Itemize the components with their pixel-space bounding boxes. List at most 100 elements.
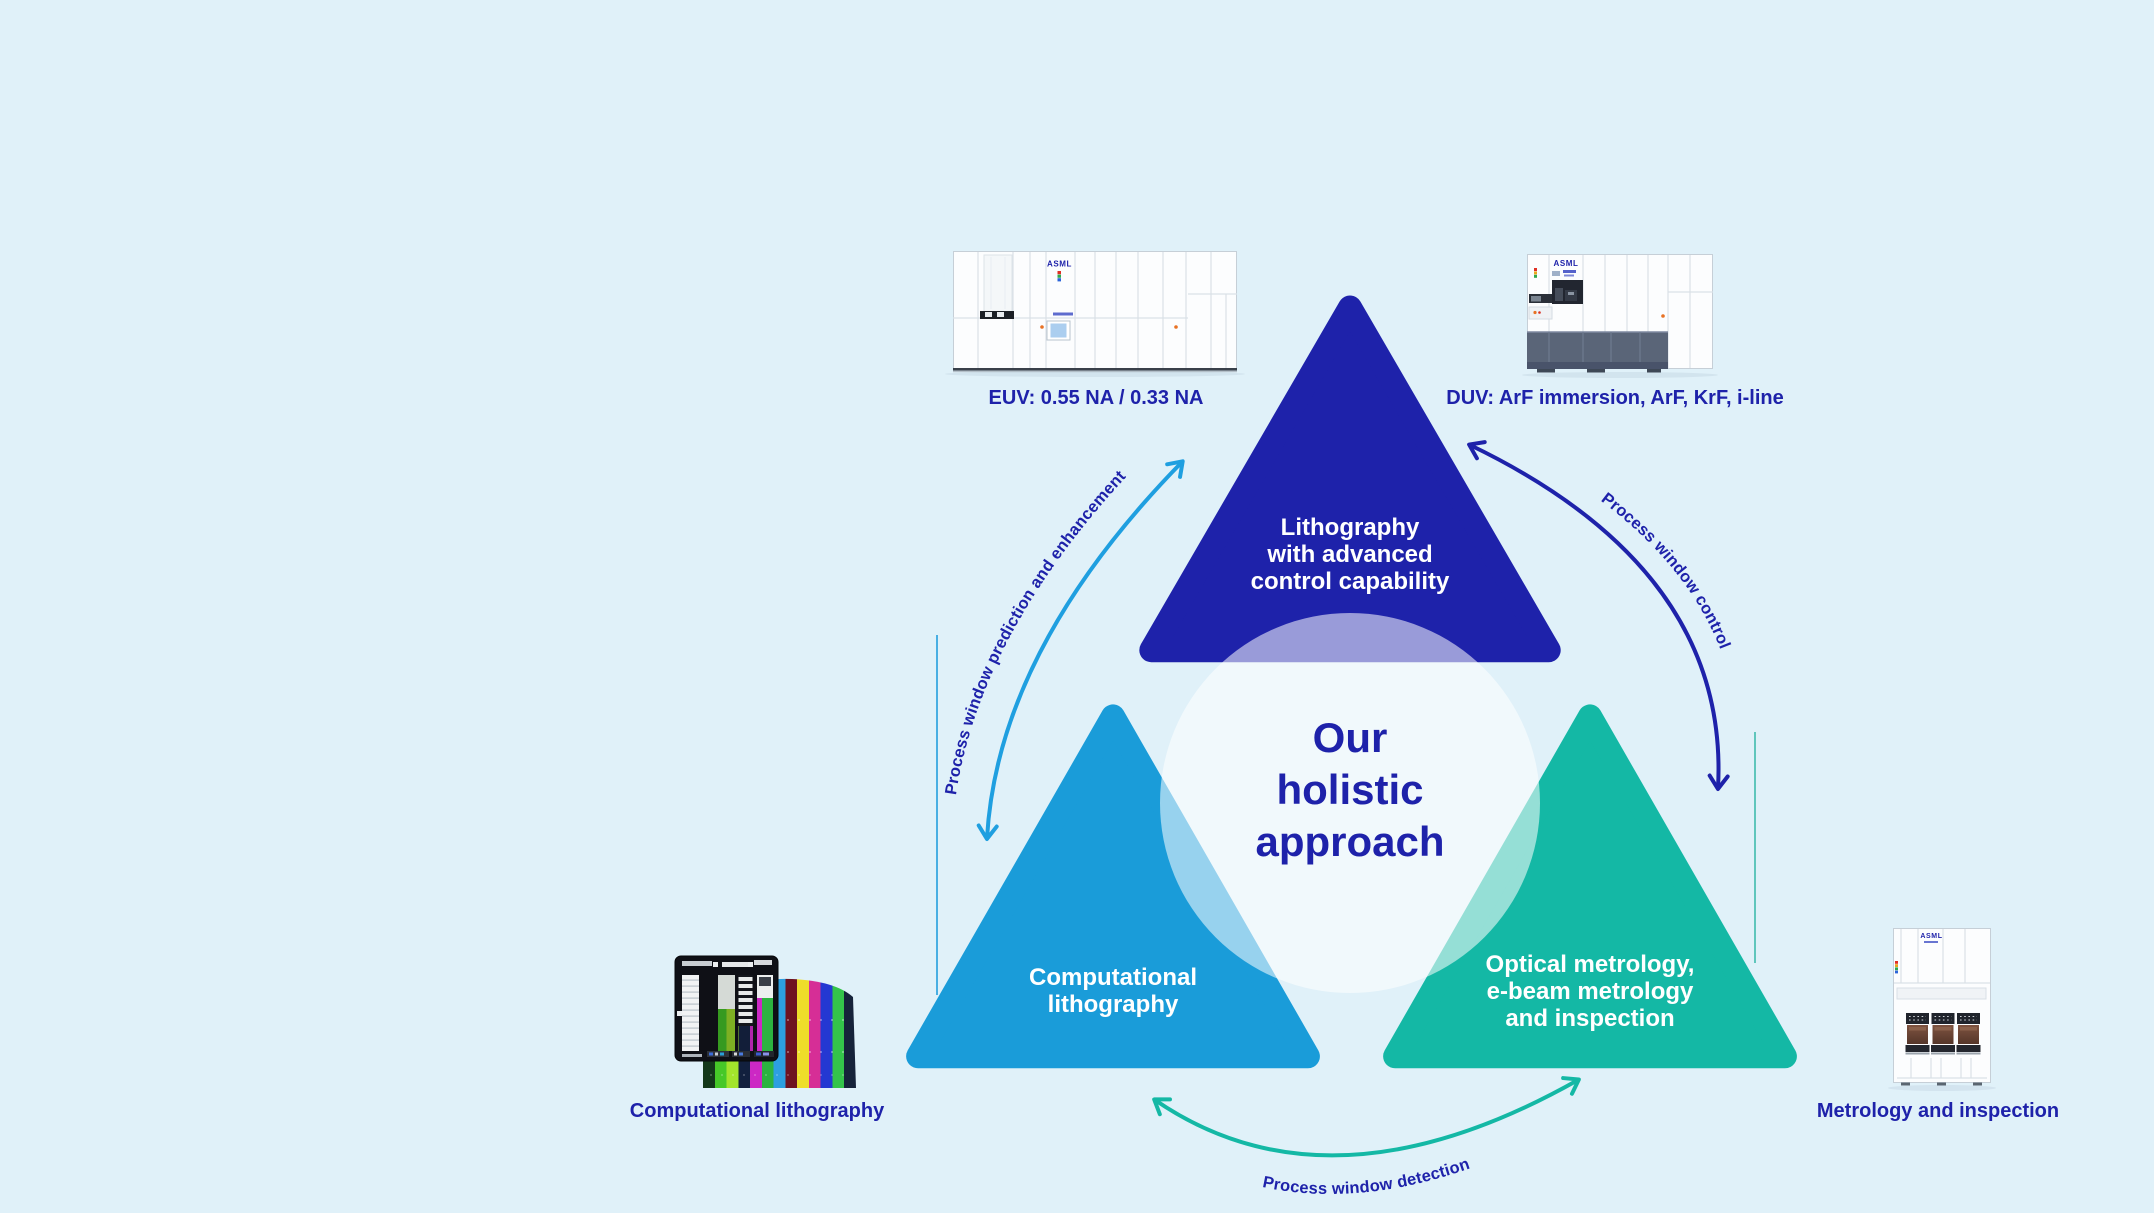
duv-model-strip2: [1564, 274, 1574, 277]
stack-light-red: [1534, 268, 1537, 271]
reticle-header-label: [682, 961, 712, 966]
euv-base-line: [953, 368, 1237, 371]
metrology-label-line1: Optical metrology,: [1486, 951, 1695, 978]
metrology-label-line3: and inspection: [1505, 1005, 1674, 1032]
stack-light-green: [1534, 274, 1537, 278]
metrology-foot: [1973, 1082, 1982, 1086]
stack-light-amber: [1895, 964, 1898, 967]
duv-indicator-dot: [1533, 310, 1537, 315]
chip: [734, 1052, 737, 1056]
triangle-metrology-label: Optical metrology, e-beam metrology and …: [1486, 951, 1695, 1032]
duv-asml-logo-text: ASML: [1553, 259, 1578, 268]
stack-light-blue: [1895, 970, 1898, 974]
center-title: Our holistic approach: [1255, 714, 1444, 865]
ladder-bar: [738, 1012, 753, 1016]
euv-indicator-dot: [1174, 325, 1178, 329]
reticle-fiducial: [748, 962, 753, 967]
ladder-bar: [738, 991, 753, 995]
euv-shadow: [945, 371, 1245, 377]
reticle-header-label: [754, 960, 772, 965]
duv-window-detail: [1555, 288, 1563, 301]
load-port-header: [1957, 1013, 1980, 1024]
metrology-band: [1896, 987, 1987, 1000]
chip: [763, 1052, 769, 1056]
metrology-body: [1893, 928, 1991, 1083]
arrow-process-window-control: [1467, 440, 1730, 791]
load-port-highlight: [1909, 1027, 1926, 1031]
reticle-column-2-shade: [718, 1009, 735, 1051]
chip: [715, 1052, 718, 1056]
lithography-label-line1: Lithography: [1281, 514, 1420, 541]
load-port-dots: [1909, 1016, 1977, 1021]
arrow-group: [976, 440, 1730, 1158]
load-port-rail: [1905, 1052, 1930, 1055]
stack-light-green: [1057, 274, 1061, 278]
triangle-computational-label: Computational lithography: [1029, 964, 1197, 1018]
metrology-lower-lines: [1897, 1058, 1987, 1079]
load-port-highlight: [1934, 1027, 1952, 1031]
reticle-column-2-window: [718, 1009, 735, 1051]
lithography-label-line2: with advanced: [1266, 541, 1432, 568]
load-port-header: [1906, 1013, 1929, 1024]
euv-stack-light: [1057, 271, 1061, 282]
metrology-foot: [1901, 1082, 1910, 1086]
triangle-lithography-label: Lithography with advanced control capabi…: [1251, 514, 1450, 595]
metrology-load-ports: [1905, 1013, 1981, 1055]
load-port-base: [1905, 1045, 1930, 1052]
metrology-foot: [1937, 1082, 1946, 1086]
stack-light-amber: [1534, 271, 1537, 275]
load-port-header: [1931, 1013, 1955, 1024]
ladder-bar: [738, 1019, 753, 1023]
euv-cabinet-lines: [990, 257, 1006, 309]
computational-label-line1: Computational: [1029, 964, 1197, 991]
center-title-line2: holistic: [1276, 766, 1423, 813]
euv-base-shadow: [953, 370, 1237, 373]
duv-window-detail: [1568, 292, 1574, 295]
metrology-model-strip: [1924, 941, 1938, 943]
stack-light-blue: [1057, 278, 1061, 282]
duv-lower-cabinets: [1527, 332, 1668, 362]
duv-lower-divisions: [1548, 332, 1641, 362]
ladder-bar: [738, 1005, 753, 1009]
duv-caption: DUV: ArF immersion, ArF, KrF, i-line: [1446, 387, 1783, 409]
computational-caption: Computational lithography: [630, 1100, 885, 1122]
reticle-chip-row: [707, 1051, 774, 1057]
euv-cabinet-knob: [997, 312, 1004, 317]
duv-foot: [1537, 369, 1555, 373]
center-title-line1: Our: [1313, 714, 1388, 761]
chip: [720, 1052, 724, 1056]
computational-lithography-image: [674, 955, 856, 1088]
metrology-asml-logo-text: ASML: [1920, 933, 1942, 940]
triangle-group: [906, 295, 1797, 1069]
duv-indicator-dot: [1661, 314, 1665, 318]
metrology-label-line2: e-beam metrology: [1487, 978, 1694, 1005]
load-port-rail: [1956, 1052, 1981, 1055]
stack-light-red: [1895, 961, 1898, 964]
duv-foot: [1587, 369, 1605, 373]
reticle-ladder-bars: [738, 977, 753, 1023]
reticle-fiducial: [677, 1011, 682, 1016]
duv-control-screen: [1531, 296, 1541, 302]
ladder-bar: [738, 984, 753, 988]
center-title-line3: approach: [1255, 818, 1444, 865]
duv-shadow: [1522, 372, 1718, 378]
euv-model-strip: [1053, 312, 1073, 316]
euv-asml-logo-text: ASML: [1047, 260, 1072, 269]
duv-emblem: [1552, 271, 1560, 276]
duv-stack-light: [1534, 268, 1537, 278]
euv-indicator-dot: [1040, 325, 1044, 329]
load-port-base: [1931, 1045, 1955, 1052]
reticle-column-4-block: [759, 977, 771, 986]
metrology-stack-light: [1895, 961, 1898, 974]
lithography-label-line3: control capability: [1251, 568, 1450, 595]
load-port-highlight: [1960, 1027, 1977, 1031]
euv-machine-image: ASML: [945, 251, 1245, 377]
duv-model-strip: [1563, 270, 1576, 273]
chip: [756, 1052, 761, 1056]
euv-caption: EUV: 0.55 NA / 0.33 NA: [989, 387, 1204, 409]
reticle-fiducial: [713, 962, 718, 967]
metrology-caption: Metrology and inspection: [1817, 1100, 2059, 1122]
chip: [739, 1052, 743, 1056]
